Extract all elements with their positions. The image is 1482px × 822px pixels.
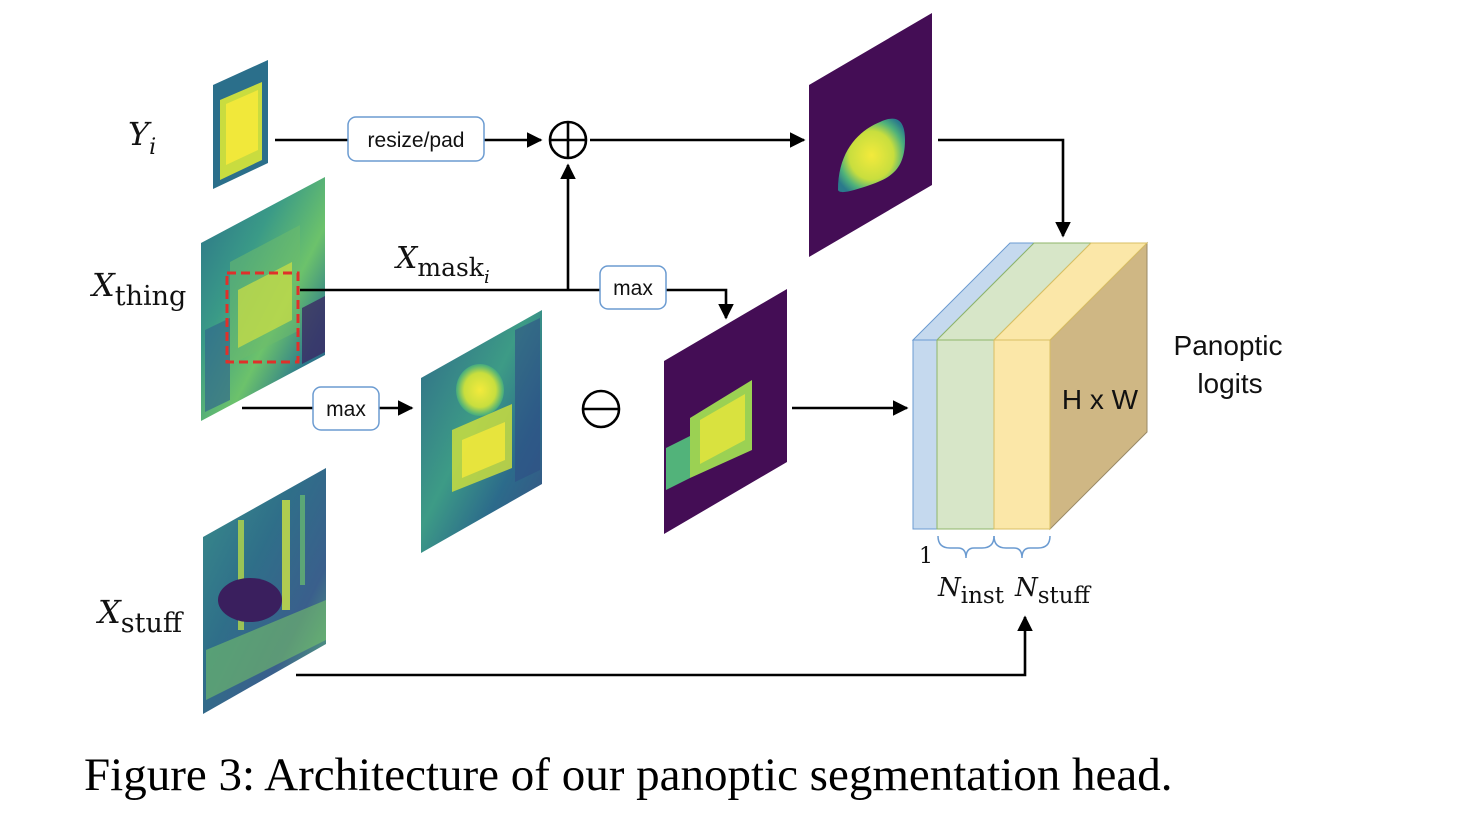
brace-n-inst: [937, 535, 995, 559]
max-top-label: max: [613, 277, 653, 300]
plus-operator-icon: [548, 120, 588, 160]
label-x-thing: Xthing: [89, 266, 186, 312]
label-n-inst: Ninst: [937, 573, 1005, 609]
resize-pad-label: resize/pad: [368, 129, 465, 152]
arrow-max-top-to-subtracted: [666, 288, 734, 320]
label-one: 1: [919, 544, 933, 569]
label-x-thing-base: X: [89, 266, 116, 304]
arrow-mask-to-logits: [938, 138, 1071, 238]
heatmap-max-thing: [421, 310, 542, 553]
label-logits: logits: [1197, 368, 1262, 399]
label-x-mask-sub: mask: [417, 253, 484, 282]
panoptic-logits-block: [911, 241, 1149, 531]
figure-caption: Figure 3: Architecture of our panoptic s…: [84, 749, 1173, 801]
label-n-inst-sub: inst: [961, 583, 1005, 609]
label-x-stuff: Xstuff: [95, 593, 184, 639]
brace-n-stuff: [993, 535, 1051, 559]
heatmap-x-stuff: [203, 468, 326, 714]
label-x-thing-sub: thing: [115, 281, 187, 312]
label-x-mask-subsub: i: [484, 267, 490, 288]
minus-operator-icon: [581, 389, 621, 429]
label-y-i-base: Y: [128, 115, 152, 153]
label-panoptic: Panoptic: [1174, 330, 1283, 361]
slab-stuff: [993, 339, 1051, 530]
label-x-stuff-base: X: [95, 593, 122, 631]
heatmap-x-thing: [201, 177, 325, 421]
label-y-i-sub: i: [149, 135, 156, 160]
label-x-mask-i: Xmaski: [394, 241, 490, 288]
heatmap-subtracted: [664, 289, 787, 534]
label-n-stuff-sub: stuff: [1038, 583, 1092, 609]
label-n-stuff: Nstuff: [1014, 573, 1092, 609]
label-x-mask-base: X: [394, 241, 419, 276]
max-op-bottom: max: [312, 386, 380, 431]
label-n-inst-base: N: [937, 573, 962, 603]
label-y-i: Yi: [128, 115, 156, 160]
label-x-stuff-sub: stuff: [121, 608, 184, 639]
mask-region-box: [225, 271, 300, 364]
heatmap-mask-output: [809, 13, 932, 257]
slab-instances: [936, 339, 995, 530]
max-bottom-label: max: [326, 398, 366, 421]
label-n-stuff-base: N: [1014, 573, 1039, 603]
max-op-top: max: [599, 265, 667, 310]
label-hxw: H x W: [1062, 384, 1139, 415]
arrow-stuff-to-logits: [296, 615, 1033, 677]
resize-pad-op: resize/pad: [347, 116, 485, 162]
slab-background: [912, 339, 938, 530]
heatmap-y-i: [213, 60, 268, 189]
